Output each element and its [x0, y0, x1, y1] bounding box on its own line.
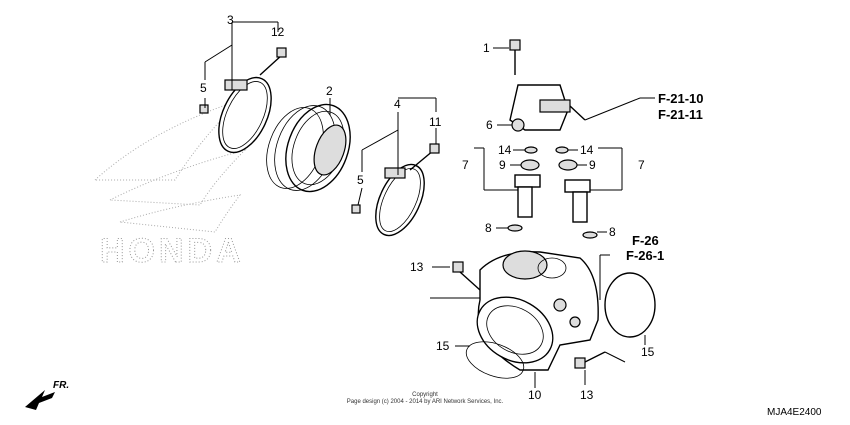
part-number-2: 2 [326, 84, 333, 98]
part-number-14: 14 [580, 143, 594, 157]
fuel-rail-6 [509, 84, 586, 132]
part-number-8: 8 [609, 225, 616, 239]
screw-11 [409, 143, 440, 171]
part-number-5: 5 [200, 81, 207, 95]
screw-12 [259, 47, 287, 76]
throttle-body-10 [476, 250, 599, 371]
front-direction-arrow: FR. [25, 380, 69, 410]
clamp-nut-5b [351, 204, 361, 214]
injector-right [555, 146, 598, 239]
part-number-7: 7 [462, 158, 469, 172]
part-number-11: 11 [429, 115, 442, 129]
clamp-nut-5a [199, 104, 209, 114]
part-number-13: 13 [410, 260, 424, 274]
part-number-12: 12 [271, 25, 285, 39]
part-number-9: 9 [589, 158, 596, 172]
intake-boot-2 [266, 103, 351, 193]
part-number-7: 7 [638, 158, 645, 172]
reference-f-26-1: F-26-1 [626, 248, 664, 263]
injector-left [507, 146, 541, 232]
diagram-code: MJA4E2400 [767, 407, 822, 418]
part-number-13: 13 [580, 388, 594, 402]
part-number-1: 1 [483, 41, 490, 55]
copyright-heading: Copyright [412, 392, 438, 398]
o-ring-15-right [604, 272, 656, 338]
bolt-1 [509, 39, 521, 75]
reference-f-26: F-26 [632, 233, 659, 248]
part-number-6: 6 [486, 118, 493, 132]
leader-lines [204, 21, 655, 388]
part-number-10: 10 [528, 388, 542, 402]
part-number-14: 14 [498, 143, 512, 157]
reference-f-21-11: F-21-11 [658, 107, 703, 122]
clamp-4 [351, 163, 425, 237]
o-ring-15-left [465, 341, 525, 379]
part-number-9: 9 [499, 158, 506, 172]
honda-watermark-text: HONDA [100, 232, 245, 270]
part-number-8: 8 [485, 221, 492, 235]
copyright-notice: Page design (c) 2004 - 2014 by ARI Netwo… [347, 399, 504, 405]
part-number-4: 4 [394, 97, 401, 111]
front-direction-label: FR. [53, 380, 69, 391]
clamp-3 [199, 76, 272, 154]
part-number-15: 15 [641, 345, 655, 359]
part-number-5: 5 [357, 173, 364, 187]
bolt-13-lower [574, 351, 606, 369]
honda-wing-watermark: HONDA [93, 99, 247, 271]
part-number-3: 3 [227, 13, 234, 27]
part-number-15: 15 [436, 339, 450, 353]
reference-f-21-10: F-21-10 [658, 91, 704, 106]
bolt-13-upper [452, 261, 481, 291]
